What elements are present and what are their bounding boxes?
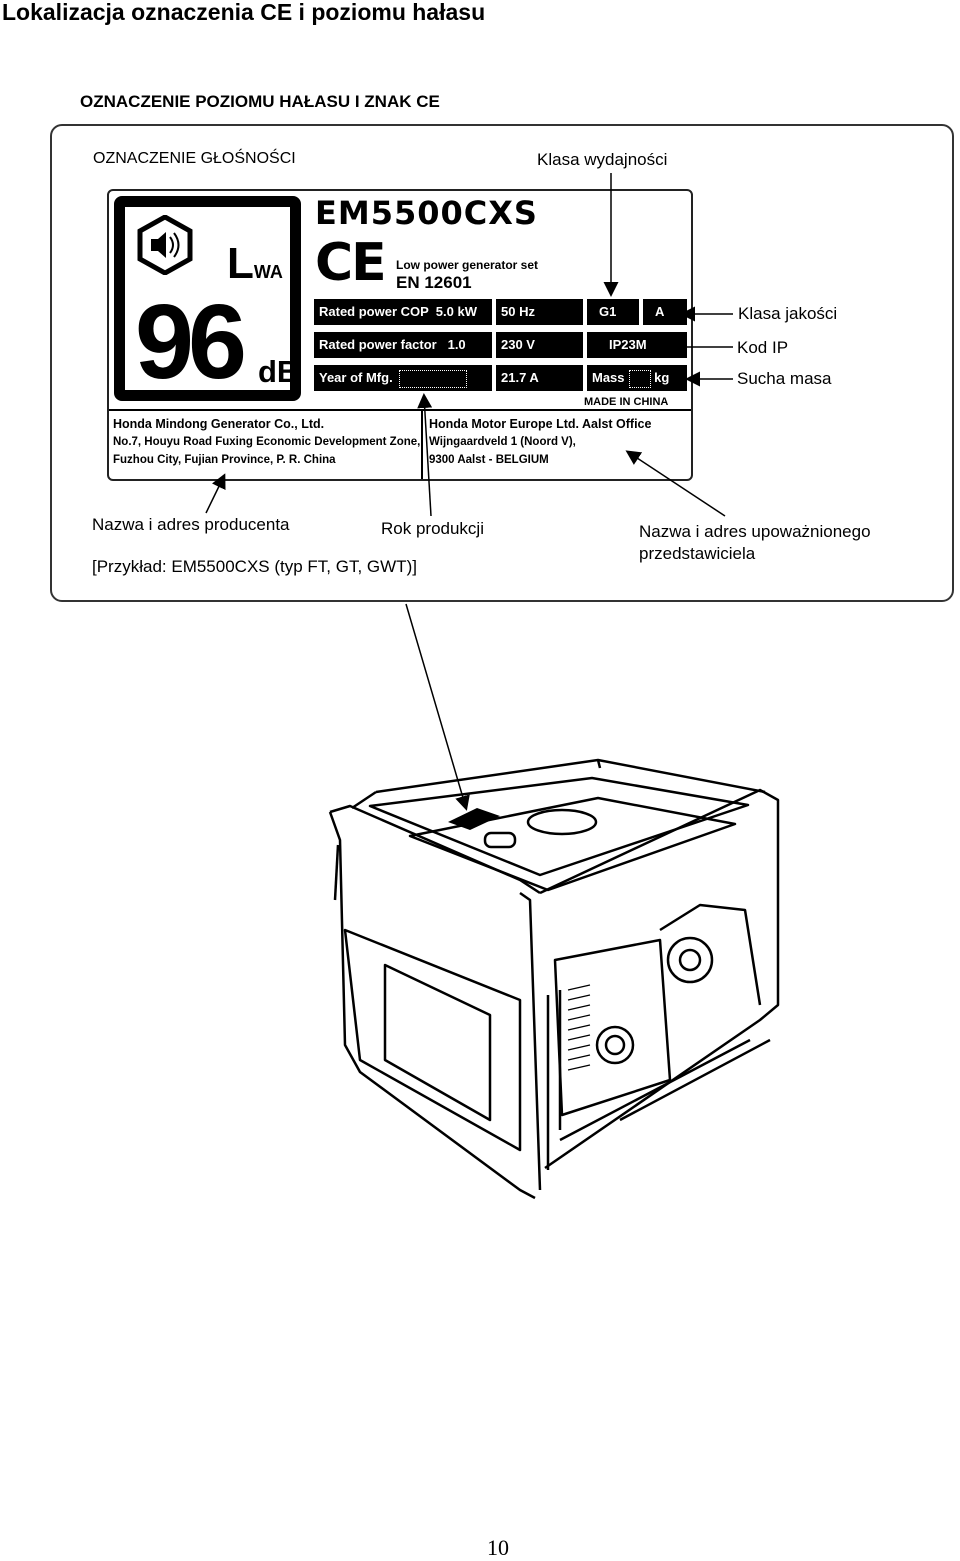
mass-placeholder (628, 369, 651, 388)
rating-plate: LWA 96 dB EM5500CXS CE Low power generat… (107, 189, 693, 481)
year-placeholder (398, 369, 467, 388)
page-number: 10 (487, 1535, 509, 1560)
manufacturer-address: Honda Mindong Generator Co., Ltd. No.7, … (113, 417, 421, 466)
lwa-symbol: LWA (227, 239, 283, 288)
quality-class-value: A (643, 299, 687, 325)
performance-class-value: G1 (587, 299, 639, 325)
manufacturer-caption: Nazwa i adres producenta (92, 515, 290, 534)
rated-power-label: Rated power COP 5.0 kW (314, 299, 492, 325)
page-title: Lokalizacja oznaczenia CE i poziomu hała… (2, 0, 486, 25)
frequency: 50 Hz (496, 299, 583, 325)
ce-mark: CE (315, 233, 387, 293)
sound-power-box: LWA 96 dB (114, 196, 301, 401)
year-of-manufacture: Year of Mfg. (314, 365, 492, 391)
plate-location-marker (448, 808, 500, 830)
mass-field: Mass kg (587, 365, 687, 391)
sound-level-unit: dB (258, 354, 300, 389)
example-caption: [Przykład: EM5500CXS (typ FT, GT, GWT)] (92, 557, 417, 576)
quality-class-caption: Klasa jakości (738, 304, 838, 323)
standard: EN 12601 (396, 273, 472, 292)
section-subtitle: OZNACZENIE POZIOMU HAŁASU I ZNAK CE (80, 92, 440, 111)
speaker-icon (137, 215, 193, 275)
representative-address: Honda Motor Europe Ltd. Aalst Office Wij… (429, 417, 652, 466)
generator-drawing (328, 758, 780, 1200)
label-frame (50, 124, 954, 602)
representative-caption: Nazwa i adres upoważnionego przedstawici… (639, 521, 871, 565)
sound-label-caption: OZNACZENIE GŁOŚNOŚCI (93, 150, 296, 167)
sound-level-value: 96 (135, 283, 247, 401)
voltage: 230 V (496, 332, 583, 358)
generator-type: Low power generator set (396, 258, 539, 272)
plate-vertical-divider (421, 411, 423, 479)
performance-class-caption: Klasa wydajności (537, 150, 668, 169)
leader-lines (205, 173, 733, 811)
ip-code-caption: Kod IP (737, 338, 789, 357)
representative-caption-line2: przedstawiciela (639, 544, 756, 563)
representative-caption-line1: Nazwa i adres upoważnionego (639, 522, 871, 541)
power-factor-label: Rated power factor 1.0 (314, 332, 492, 358)
current: 21.7 A (496, 365, 583, 391)
dry-mass-caption: Sucha masa (737, 369, 832, 388)
model-name: EM5500CXS (315, 194, 538, 232)
vent-slats (567, 984, 591, 1071)
plate-divider (109, 409, 691, 411)
made-in: MADE IN CHINA (584, 396, 669, 408)
production-year-caption: Rok produkcji (381, 519, 484, 538)
